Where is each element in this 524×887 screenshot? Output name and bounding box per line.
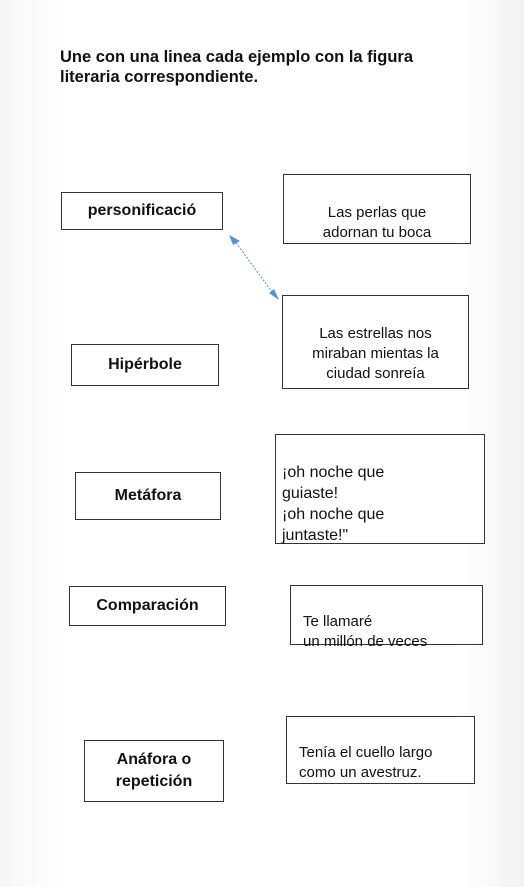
- figure-box-hiperbole[interactable]: Hipérbole: [71, 344, 219, 386]
- figure-label: Metáfora: [114, 487, 182, 504]
- connector-line: [233, 239, 276, 297]
- figure-box-anafora[interactable]: Anáfora o repetición: [84, 740, 224, 802]
- example-text: Las perlas que adornan tu boca: [322, 204, 432, 241]
- figure-label: personificació: [87, 202, 197, 219]
- figure-label: Hipérbole: [108, 356, 182, 373]
- example-text: Te llamaré un millón de veces: [303, 613, 428, 650]
- instruction-text: Une con una linea cada ejemplo con la fi…: [60, 48, 414, 86]
- figure-label: Anáfora o repetición: [115, 751, 193, 790]
- example-box-5[interactable]: Tenía el cuello largo como un avestruz.: [286, 716, 475, 784]
- example-text: ¡oh noche que guiaste! ¡oh noche que jun…: [282, 464, 385, 544]
- example-box-3[interactable]: ¡oh noche que guiaste! ¡oh noche que jun…: [275, 434, 485, 544]
- example-box-4[interactable]: Te llamaré un millón de veces: [290, 585, 483, 650]
- figure-label: Comparación: [96, 597, 199, 614]
- figure-box-comparacion[interactable]: Comparación: [69, 586, 226, 626]
- arrowhead-end: [269, 289, 279, 300]
- example-box-1[interactable]: Las perlas que adornan tu boca: [283, 174, 471, 244]
- figure-box-metafora[interactable]: Metáfora: [75, 472, 221, 520]
- figure-box-personificacion[interactable]: personificació: [61, 192, 223, 230]
- example-box-2[interactable]: Las estrellas nos miraban mientas la ciu…: [282, 295, 469, 389]
- example-text: Tenía el cuello largo como un avestruz.: [299, 744, 433, 781]
- example-text: Las estrellas nos miraban mientas la ciu…: [312, 325, 439, 382]
- arrowhead-start: [229, 235, 240, 245]
